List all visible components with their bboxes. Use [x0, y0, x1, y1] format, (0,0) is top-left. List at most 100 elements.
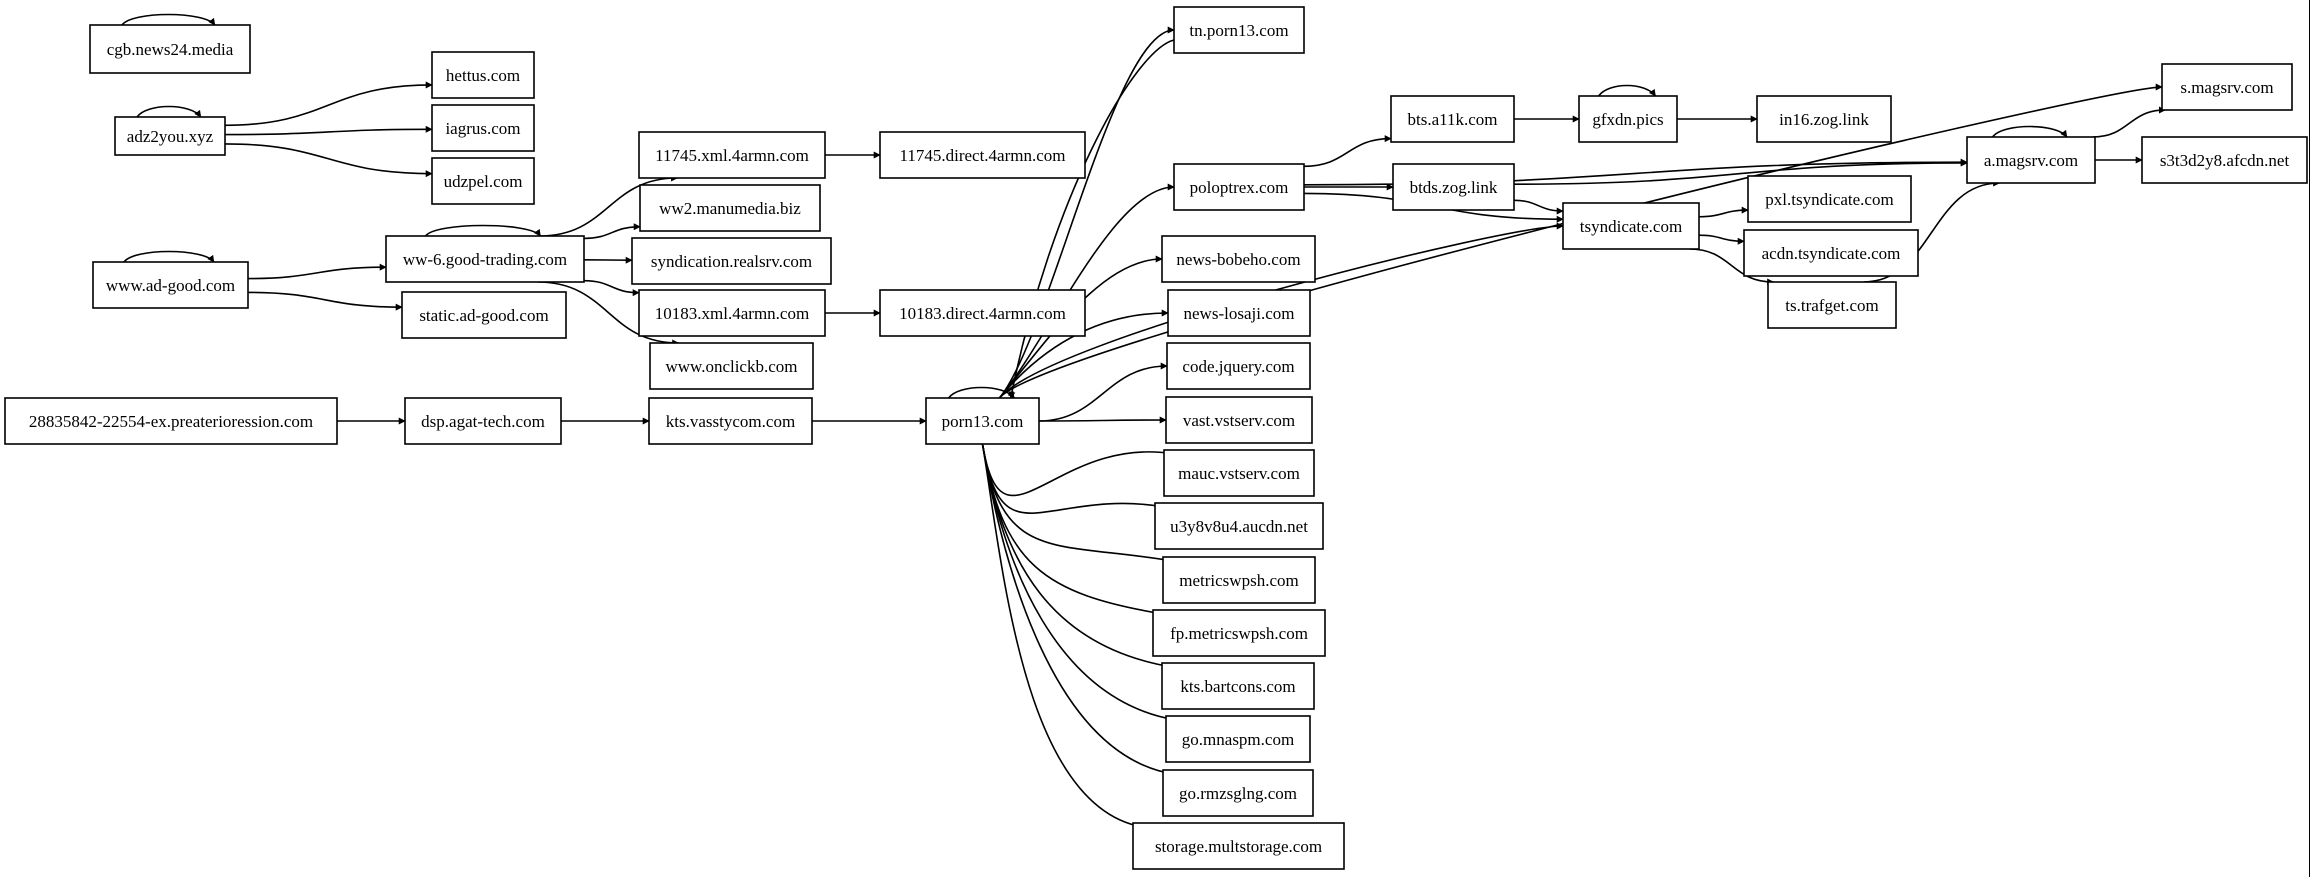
- edge-line: [981, 443, 1164, 617]
- edge-line: [121, 13, 216, 26]
- edge-line: [981, 443, 1144, 830]
- node-label: adz2you.xyz: [127, 127, 214, 146]
- edge-line: [1991, 125, 2068, 138]
- node-udzpel: udzpel.com: [431, 157, 535, 205]
- node-acdn: acdn.tsyndicate.com: [1743, 229, 1919, 277]
- node-label: dsp.agat-tech.com: [421, 412, 545, 431]
- edge-line: [981, 443, 1166, 514]
- edge-line: [539, 174, 679, 237]
- node-hettus: hettus.com: [431, 51, 535, 99]
- node-label: acdn.tsyndicate.com: [1762, 244, 1901, 263]
- edge-tsyndicate-to-trafget: [1689, 248, 1775, 286]
- node-realsrv: syndication.realsrv.com: [631, 237, 832, 285]
- edge-porn13-to-mauc: [981, 443, 1175, 497]
- node-poloptrex: poloptrex.com: [1173, 163, 1305, 211]
- edge-line: [224, 143, 433, 178]
- edge-ww6-to-ww6: [424, 224, 542, 237]
- node-box: [1152, 609, 1326, 657]
- node-box: [2141, 136, 2308, 184]
- node-box: [638, 131, 826, 179]
- node-box: [639, 184, 821, 232]
- edge-line: [1863, 179, 2001, 283]
- edge-line: [224, 81, 433, 127]
- node-label: gfxdn.pics: [1592, 110, 1663, 129]
- node-box: [1756, 95, 1892, 143]
- edge-line: [537, 281, 680, 347]
- node-label: s3t3d2y8.afcdn.net: [2160, 151, 2290, 170]
- edge-line: [1513, 159, 1968, 185]
- node-box: [1165, 396, 1313, 444]
- edge-porn13-to-metrics: [981, 443, 1174, 564]
- node-label: kts.vasstycom.com: [666, 412, 795, 431]
- edge-adz-to-iagrus: [224, 125, 433, 136]
- node-label: 11745.xml.4armn.com: [655, 146, 809, 165]
- node-box: [1154, 502, 1324, 550]
- edge-cgb-to-cgb: [121, 13, 216, 26]
- node-box: [1390, 95, 1515, 143]
- node-in16: in16.zog.link: [1756, 95, 1892, 143]
- node-porn13: porn13.com: [925, 397, 1040, 445]
- node-label: poloptrex.com: [1190, 178, 1289, 197]
- edge-porn13-to-rmzsglng: [981, 443, 1174, 777]
- node-label: news-bobeho.com: [1176, 250, 1300, 269]
- edge-adz-to-udzpel: [224, 143, 433, 178]
- edge-line: [1597, 84, 1657, 97]
- nodes-layer: cgb.news24.mediaadz2you.xyzhettus.comiag…: [4, 6, 2308, 870]
- node-box: [1562, 202, 1700, 250]
- edge-adz-to-adz: [136, 105, 202, 118]
- node-label: tn.porn13.com: [1189, 21, 1288, 40]
- node-label: 28835842-22554-ex.preaterioression.com: [29, 412, 313, 431]
- node-dsp: dsp.agat-tech.com: [404, 397, 562, 445]
- node-d10183: 10183.direct.4armn.com: [879, 289, 1086, 337]
- node-ww2: ww2.manumedia.biz: [639, 184, 821, 232]
- node-ww6: ww-6.good-trading.com: [385, 235, 585, 283]
- node-box: [1173, 6, 1305, 54]
- node-box: [1743, 229, 1919, 277]
- node-label: u3y8v8u4.aucdn.net: [1170, 517, 1308, 536]
- node-btsa11k: bts.a11k.com: [1390, 95, 1515, 143]
- edge-porn13-to-vast: [1038, 416, 1167, 424]
- node-jquery: code.jquery.com: [1166, 342, 1311, 390]
- node-label: in16.zog.link: [1779, 110, 1869, 129]
- node-box: [92, 261, 249, 309]
- node-label: bts.a11k.com: [1407, 110, 1497, 129]
- edge-ww6-to-x11745: [539, 174, 679, 237]
- edge-tnporn-to-porn13: [1008, 39, 1175, 399]
- node-label: udzpel.com: [444, 172, 523, 191]
- edge-line: [583, 279, 640, 297]
- node-box: [431, 157, 535, 205]
- edge-line: [1303, 135, 1392, 168]
- edge-porn13-to-tnporn: [998, 26, 1175, 399]
- node-label: fp.metricswpsh.com: [1170, 624, 1308, 643]
- edge-line: [998, 26, 1175, 399]
- edge-adgood-to-adgood: [123, 250, 215, 263]
- edge-porn13-to-mnaspm: [981, 443, 1177, 723]
- node-label: static.ad-good.com: [419, 306, 548, 325]
- edge-line: [1698, 206, 1749, 218]
- node-iagrus: iagrus.com: [431, 104, 535, 152]
- node-box: [649, 342, 814, 390]
- node-box: [1165, 715, 1311, 763]
- node-label: ww2.manumedia.biz: [659, 199, 801, 218]
- node-box: [631, 237, 832, 285]
- node-box: [431, 51, 535, 99]
- node-box: [1132, 822, 1345, 870]
- edge-amagsrv-to-amagsrv: [1991, 125, 2068, 138]
- edge-porn13-to-jquery: [1038, 362, 1168, 422]
- node-box: [1167, 289, 1311, 337]
- node-label: ww-6.good-trading.com: [403, 250, 567, 269]
- edge-adgood-to-ww6: [247, 263, 387, 280]
- node-aucdn: u3y8v8u4.aucdn.net: [1154, 502, 1324, 550]
- node-bartcons: kts.bartcons.com: [1161, 662, 1315, 710]
- node-box: [1166, 342, 1311, 390]
- node-box: [385, 235, 585, 283]
- node-label: pxl.tsyndicate.com: [1765, 190, 1893, 209]
- edge-line: [981, 443, 1177, 723]
- node-adz: adz2you.xyz: [114, 116, 226, 156]
- edge-amagsrv-to-smagsrv: [2092, 106, 2166, 138]
- node-box: [925, 397, 1040, 445]
- node-box: [1966, 136, 2096, 184]
- node-vast: vast.vstserv.com: [1165, 396, 1313, 444]
- node-afcdn: s3t3d2y8.afcdn.net: [2141, 136, 2308, 184]
- edge-porn13-to-poloptrex: [998, 183, 1175, 399]
